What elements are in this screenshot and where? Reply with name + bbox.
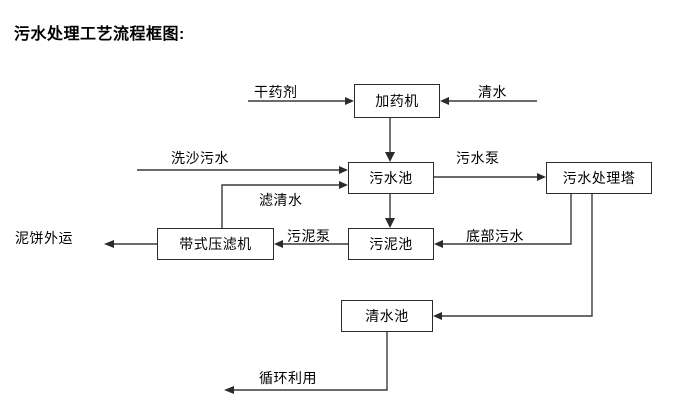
node-dosing-machine[interactable]: 加药机 — [354, 84, 440, 118]
node-label: 污水池 — [369, 170, 413, 186]
node-sewage-pool[interactable]: 污水池 — [348, 162, 434, 194]
node-label: 加药机 — [375, 93, 419, 109]
page-title: 污水处理工艺流程框图: — [14, 26, 185, 43]
edge-sewage-to-tower — [434, 173, 546, 181]
label-clear-water-input: 清水 — [478, 84, 507, 100]
node-belt-filter-press[interactable]: 带式压滤机 — [157, 228, 274, 260]
edge-filtrate-to-sewage — [221, 181, 348, 228]
label-mud-cake-output: 泥饼外运 — [15, 230, 73, 246]
node-label: 带式压滤机 — [179, 236, 252, 252]
edge-sewage-to-sludge — [385, 194, 395, 228]
edge-dry-agent-to-dosing — [248, 97, 354, 105]
edge-clean-to-recycle — [224, 332, 388, 394]
node-clean-water-pool[interactable]: 清水池 — [341, 300, 433, 332]
node-label: 污泥池 — [369, 236, 413, 252]
label-sewage-pump: 污水泵 — [456, 150, 500, 166]
edge-tower-to-sludge — [434, 194, 572, 248]
label-recycle-reuse: 循环利用 — [259, 370, 317, 386]
edge-sandwash-to-sewage — [137, 166, 348, 174]
node-label: 清水池 — [365, 308, 409, 324]
label-dry-agent: 干药剂 — [254, 84, 298, 100]
label-sand-wash-sewage: 洗沙污水 — [171, 150, 229, 166]
label-bottom-sewage: 底部污水 — [466, 228, 524, 244]
edge-tower-to-clean — [433, 194, 593, 320]
label-filtrate-water: 滤清水 — [259, 192, 303, 208]
label-sludge-pump: 污泥泵 — [287, 228, 331, 244]
edge-sludge-to-belt — [274, 240, 348, 248]
edge-belt-to-mudcake — [104, 240, 157, 248]
node-label: 污水处理塔 — [562, 170, 636, 186]
edge-dosing-to-sewage — [385, 118, 395, 162]
node-sludge-pool[interactable]: 污泥池 — [348, 228, 434, 260]
edge-clear-water-to-dosing — [440, 97, 537, 105]
node-sewage-treatment-tower[interactable]: 污水处理塔 — [546, 162, 652, 194]
